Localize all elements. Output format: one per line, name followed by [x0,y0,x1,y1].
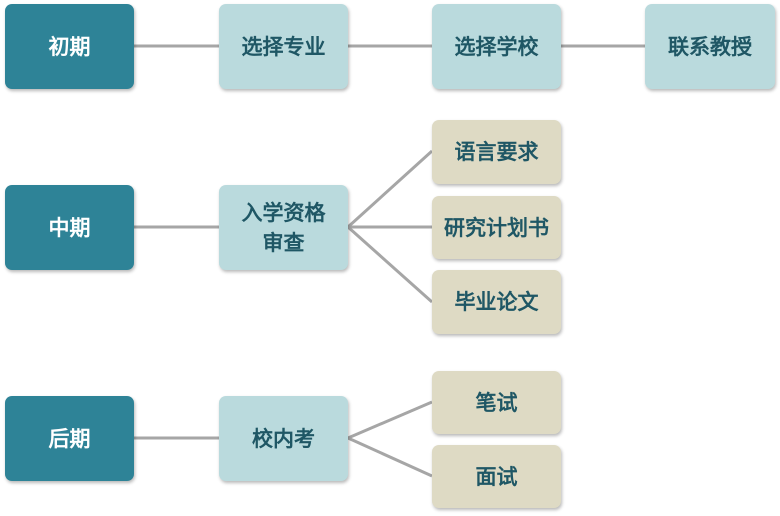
step-school-exam: 校内考 [219,396,348,481]
phase-early: 初期 [5,4,134,89]
sub-graduation-thesis: 毕业论文 [432,270,561,334]
sub-research-proposal: 研究计划书 [432,196,561,259]
step-choose-major: 选择专业 [219,4,348,89]
step-choose-school: 选择学校 [432,4,561,89]
phase-middle: 中期 [5,185,134,270]
sub-interview: 面试 [432,445,561,508]
sub-language-requirement: 语言要求 [432,120,561,184]
sub-written-exam: 笔试 [432,371,561,434]
phase-late: 后期 [5,396,134,481]
admission-review-line1: 入学资格 [241,200,326,225]
step-contact-professor: 联系教授 [645,4,775,89]
step-admission-review: 入学资格 审查 [219,185,348,270]
admission-review-line2: 审查 [262,230,305,255]
